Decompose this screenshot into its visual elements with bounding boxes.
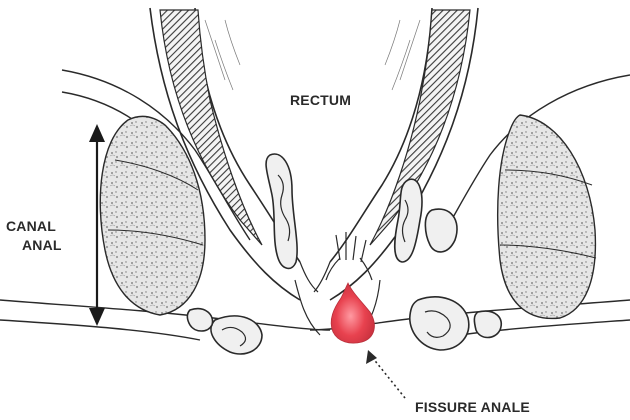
- fissure-label: FISSURE ANALE: [415, 399, 530, 415]
- rectum-label: RECTUM: [290, 92, 351, 108]
- right-anal-glands: [395, 179, 502, 350]
- fissure-pointer-arrow: [366, 350, 405, 398]
- rectal-lumen: [205, 20, 420, 90]
- canal-label-line2: ANAL: [22, 237, 62, 253]
- fissure-lesion: [331, 283, 374, 343]
- left-fat-pad: [100, 116, 205, 315]
- right-fat-pad: [498, 115, 596, 318]
- canal-label-line1: CANAL: [6, 218, 56, 234]
